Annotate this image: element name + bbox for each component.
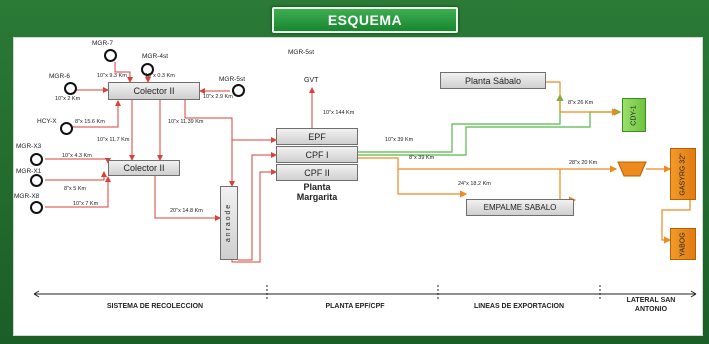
pipe-label: 8"x 15.6 Km — [75, 119, 105, 125]
pipe-label: 10"x 9.3 Km — [97, 73, 127, 79]
well-label: MGR-X8 — [14, 193, 40, 200]
well-icon — [30, 201, 43, 214]
pipe-label: 28"x 20 Km — [569, 160, 598, 166]
section-sistema: SISTEMA DE RECOLECCION — [106, 303, 204, 310]
pipe-mgrx8 — [45, 176, 111, 208]
pipe-cpf-empalme — [358, 157, 468, 198]
pipe-label: 8"x 5 Km — [64, 186, 87, 192]
well-label: MGR-6 — [49, 73, 70, 80]
gasyrg-label: GASYRG 32" — [679, 152, 687, 196]
colector-top-node: Colector II — [108, 82, 200, 100]
well-label: MGR-7 — [92, 40, 113, 47]
well-icon — [232, 84, 245, 97]
pipe-cpf-cdy — [358, 108, 622, 156]
section-lineas: LINEAS DE EXPORTACION — [473, 303, 565, 310]
gvt-label: GVT — [304, 77, 319, 84]
pipe-to-epf — [184, 100, 277, 143]
well-icon — [30, 174, 43, 187]
pipe-label: 20"x 14.8 Km — [170, 208, 203, 214]
pipe-col2-out — [154, 175, 221, 221]
pipe-label: 10"x 0.3 Km — [145, 73, 175, 79]
pipe-label: 10"x 7 Km — [73, 201, 99, 207]
pipe-mgrx1 — [45, 171, 107, 181]
pipe-mgrx3 — [45, 158, 111, 164]
pipe-label: 10"x 4.3 Km — [62, 153, 92, 159]
vessel-node: a n r a o d e — [220, 186, 238, 260]
well-label: MGR-X3 — [16, 143, 42, 150]
cpf2-node: CPF II — [276, 164, 358, 181]
pipe-mgr6 — [74, 84, 109, 93]
gasyrg-node: GASYRG 32" — [670, 148, 696, 200]
colector-bottom-node: Colector II — [108, 160, 180, 176]
pipe-gasyrg-yabog — [661, 200, 691, 244]
pipe-label: 10"x 39 Km — [385, 137, 414, 143]
pipe-empalme-link — [559, 169, 577, 204]
pipe-label: 10"x 11.7 Km — [97, 137, 130, 143]
yabog-node: YABOG — [670, 228, 696, 260]
compressor-icon — [617, 161, 647, 177]
epf-node: EPF — [276, 128, 358, 145]
well-icon — [64, 82, 77, 95]
pipe-hcyx — [70, 100, 121, 128]
empalme-sabalo-node: EMPALME SABALO — [466, 199, 574, 216]
well-icon — [104, 49, 117, 62]
yabog-label: YABOG — [679, 231, 687, 257]
section-planta: PLANTA EPF/CPF — [325, 303, 385, 310]
pipe-label: 10"x 144 Km — [323, 110, 355, 116]
cdy1-node: CDY-1 — [622, 98, 646, 132]
pipe-label: 10"x 11.39 Km — [168, 119, 204, 125]
mgr5st-top-label: MGR-5st — [288, 49, 314, 56]
well-label: MGR-X1 — [16, 168, 42, 175]
well-icon — [30, 153, 43, 166]
axis-right-arrow — [690, 290, 697, 298]
cpf1-node: CPF I — [276, 146, 358, 163]
well-icon — [60, 122, 73, 135]
pipe-mgr7 — [114, 62, 133, 83]
well-label: HCY-X — [37, 118, 57, 125]
pipe-vessel-cpf2 — [231, 169, 277, 263]
well-label: MGR-5st — [219, 76, 245, 83]
cdy1-label: CDY-1 — [630, 104, 638, 126]
planta-margarita-label: Planta Margarita — [296, 182, 338, 202]
axis-left-arrow — [33, 290, 40, 298]
pipe-cpf-sabalo — [358, 93, 564, 153]
page-title: ESQUEMA — [272, 7, 458, 33]
pipe-label: 8"x 26 Km — [568, 100, 594, 106]
pipe-label: 8"x 39 Km — [409, 155, 435, 161]
well-icon — [141, 63, 154, 76]
pipe-label: 10"x 2 Km — [55, 96, 81, 102]
planta-sabalo-node: Planta Sábalo — [440, 72, 546, 89]
section-lateral: LATERAL SAN ANTONIO — [626, 297, 676, 313]
pipe-label: 24"x 18.2 Km — [458, 181, 491, 187]
vessel-label: a n r a o d e — [225, 204, 233, 242]
well-label: MGR-4st — [142, 53, 168, 60]
pipe-vessel-cpf1 — [238, 152, 277, 261]
pipe-label: 10"x 2.9 Km — [203, 94, 233, 100]
pipe-sabalo-cdy — [546, 81, 620, 116]
